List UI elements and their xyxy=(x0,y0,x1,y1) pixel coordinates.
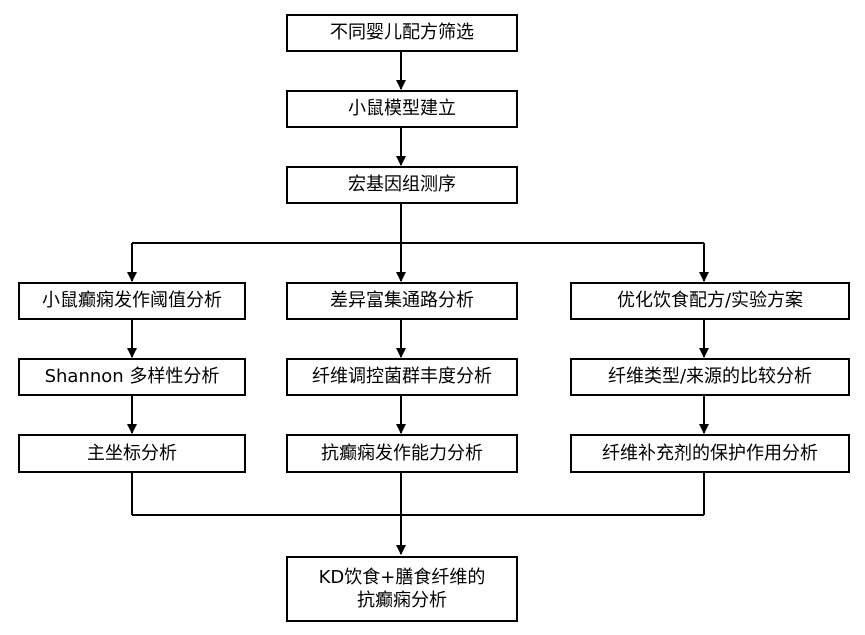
node-label: 纤维调控菌群丰度分析 xyxy=(312,366,492,388)
node-pcoa: 主坐标分析 xyxy=(18,434,246,473)
node-formula-screening: 不同婴儿配方筛选 xyxy=(286,14,518,52)
node-label: 抗癫痫发作能力分析 xyxy=(321,442,483,464)
node-diet-formula: 优化饮食配方/实验方案 xyxy=(570,282,850,320)
node-label: 纤维类型/来源的比较分析 xyxy=(607,366,813,388)
node-label: 差异富集通路分析 xyxy=(330,290,474,312)
node-label: 宏基因组测序 xyxy=(348,174,456,196)
node-label: 小鼠癫痫发作阈值分析 xyxy=(42,290,222,312)
node-pathway-enrichment: 差异富集通路分析 xyxy=(286,282,518,320)
node-anti-seizure-ability: 抗癫痫发作能力分析 xyxy=(286,434,518,473)
node-label-line2: 抗癫痫分析 xyxy=(357,590,447,611)
node-fiber-protection: 纤维补充剂的保护作用分析 xyxy=(570,434,850,473)
node-seizure-threshold: 小鼠癫痫发作阈值分析 xyxy=(18,282,246,320)
node-label: 主坐标分析 xyxy=(87,442,177,464)
node-label: Shannon 多样性分析 xyxy=(44,366,220,388)
node-fiber-bacteria-abundance: 纤维调控菌群丰度分析 xyxy=(286,358,518,396)
node-mouse-model: 小鼠模型建立 xyxy=(286,90,518,128)
node-label: 小鼠模型建立 xyxy=(348,98,456,120)
node-metagenomics: 宏基因组测序 xyxy=(286,166,518,204)
node-final-analysis: KD饮食+膳食纤维的 抗癫痫分析 xyxy=(286,556,518,622)
node-label: 优化饮食配方/实验方案 xyxy=(616,290,804,312)
node-label: 纤维补充剂的保护作用分析 xyxy=(602,442,818,464)
node-shannon-diversity: Shannon 多样性分析 xyxy=(18,358,246,396)
node-label: 不同婴儿配方筛选 xyxy=(330,22,474,44)
node-fiber-type-source: 纤维类型/来源的比较分析 xyxy=(570,358,850,396)
node-label-line1: KD饮食+膳食纤维的 xyxy=(318,566,486,588)
